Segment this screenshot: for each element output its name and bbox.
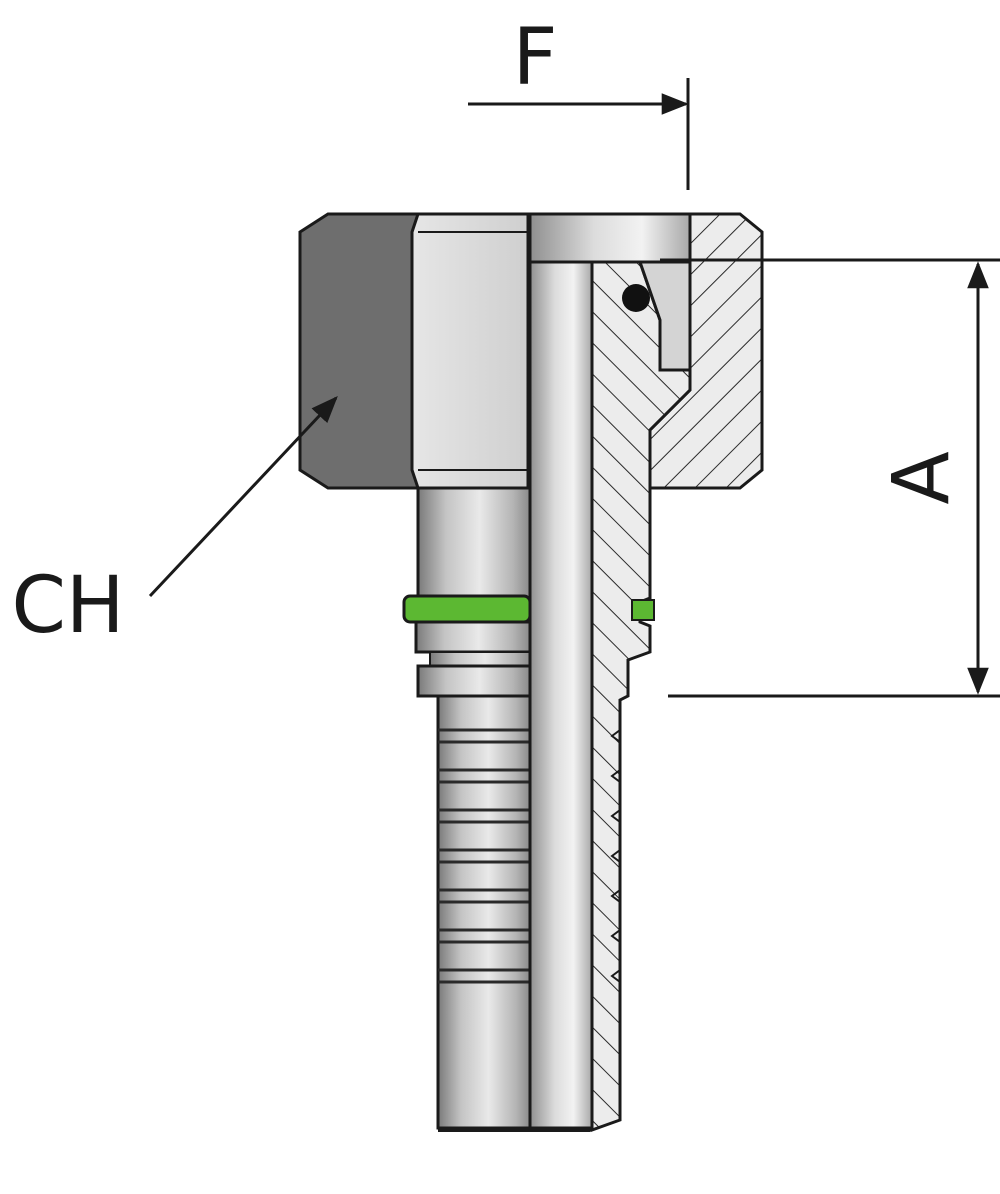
hex-nut: [298, 212, 530, 490]
seal-section: [631, 599, 655, 621]
o-ring-section: [622, 284, 650, 312]
stem-section: [590, 260, 692, 1133]
hex-nut-left-flat: [298, 212, 420, 490]
hex-size-leader: CH: [11, 396, 338, 651]
serrations: [438, 728, 530, 984]
dimension-f: F: [468, 13, 690, 190]
hex-size-label: CH: [11, 561, 124, 651]
dimension-a: A: [660, 258, 1000, 698]
dimension-f-label: F: [513, 13, 558, 103]
hex-nut-middle-flat: [410, 212, 530, 490]
central-bore: [528, 212, 692, 1132]
dimension-a-label: A: [877, 451, 967, 504]
o-ring: [402, 594, 532, 624]
